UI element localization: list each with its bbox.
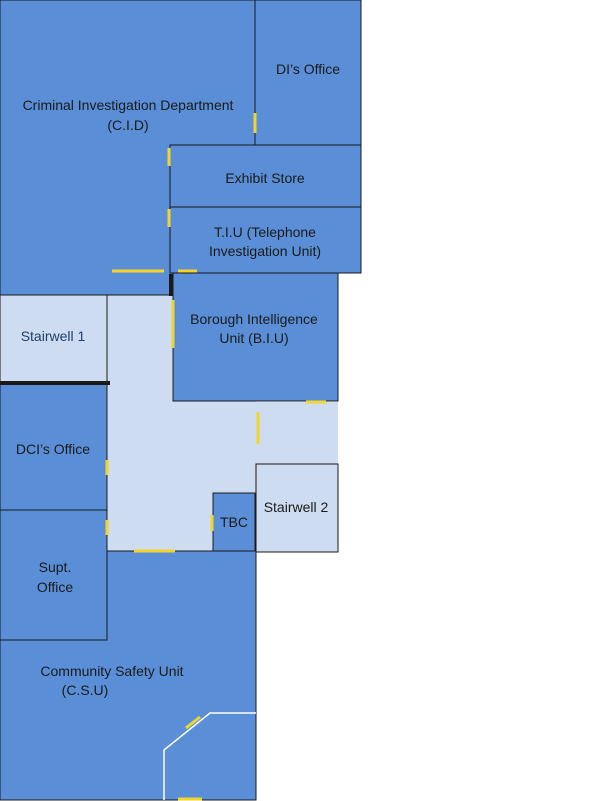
corridor-annex (256, 402, 338, 464)
room-dci-office[interactable] (0, 382, 108, 511)
label-stairwell-1: Stairwell 1 (21, 328, 86, 344)
room-di-office[interactable] (254, 0, 362, 146)
room-tiu[interactable] (169, 206, 362, 274)
label-supt-office-line1: Supt. (39, 559, 72, 575)
room-stairwell-2[interactable] (255, 463, 339, 553)
label-tbc: TBC (220, 514, 248, 530)
label-di-office: DI’s Office (276, 61, 340, 77)
csu-partition (163, 712, 256, 800)
label-cid-line1: Criminal Investigation Department (23, 97, 234, 113)
room-stairwell-1[interactable] (0, 294, 108, 384)
label-supt-office-line2: Office (37, 579, 74, 595)
label-dci-office: DCI’s Office (16, 441, 90, 457)
label-exhibit-store: Exhibit Store (225, 170, 305, 186)
label-csu-line2: (C.S.U) (62, 682, 109, 698)
label-stairwell-2: Stairwell 2 (264, 499, 329, 515)
room-csu[interactable] (0, 550, 257, 801)
label-tiu-line2: Investigation Unit) (209, 243, 321, 259)
room-biu[interactable] (172, 272, 339, 402)
label-biu-line1: Borough Intelligence (190, 311, 318, 327)
label-biu-line2: Unit (B.I.U) (219, 330, 288, 346)
door (185, 715, 201, 730)
label-cid-line2: (C.I.D) (107, 117, 148, 133)
label-csu-line1: Community Safety Unit (40, 663, 183, 679)
room-supt-office[interactable] (0, 509, 108, 641)
label-tiu-line1: T.I.U (Telephone (214, 224, 316, 240)
